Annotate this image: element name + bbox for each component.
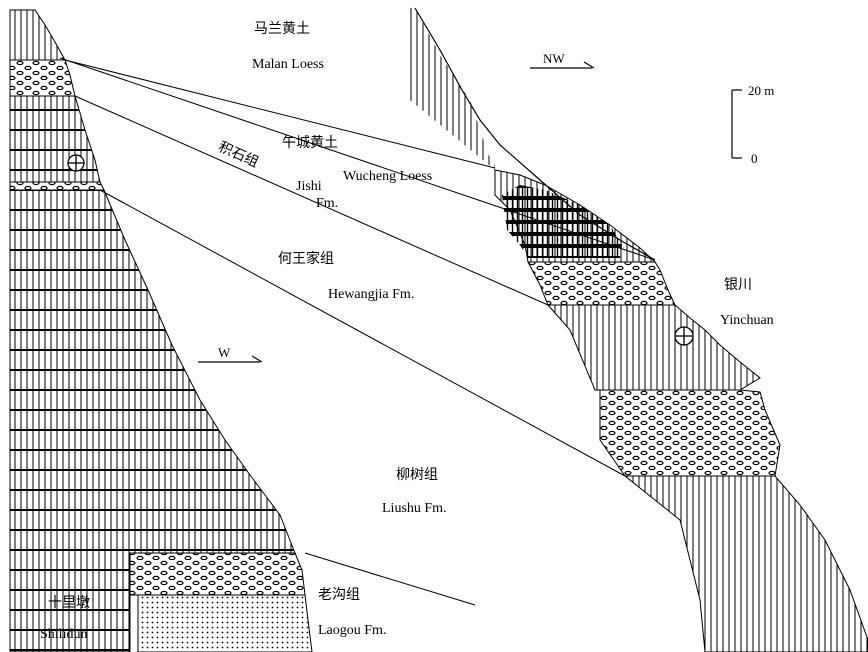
correlation-line-hewangjia-base [99, 189, 626, 477]
correlation-line-wucheng-base [59, 57, 656, 261]
shilidun-malan-layer [9, 9, 66, 61]
scale-label-top: 20 m [748, 83, 775, 98]
shilidun-gravel-layer-upper [9, 59, 76, 97]
shilidun-section [9, 9, 313, 652]
nw-direction-arrow [530, 61, 595, 69]
label-malan-zh: 马兰黄土 [254, 21, 310, 37]
label-wucheng-en: Wucheng Loess [343, 169, 433, 184]
shilidun-jishi-layer [9, 95, 101, 183]
shilidun-hewangjia-liushu-layer [9, 189, 296, 652]
correlation-lines [59, 57, 656, 606]
scale-label-bottom: 0 [751, 151, 758, 166]
label-hewangjia-zh: 何王家组 [278, 251, 334, 267]
label-yinchuan-zh: 银川 [724, 277, 752, 293]
correlation-line-jishi-base [74, 95, 549, 306]
label-laogou-zh: 老沟组 [318, 587, 360, 603]
yinchuan-malan-layer-fill [410, 8, 495, 170]
yinchuan-gravel-layer-lower [599, 389, 781, 477]
shilidun-laogou-gravel-layer [129, 552, 306, 596]
yinchuan-gravel-layer-upper [527, 261, 676, 306]
label-direction-nw: NW [543, 51, 565, 66]
yinchuan-section [410, 7, 868, 652]
yinchuan-liushu-layer [623, 475, 868, 652]
label-liushu-en: Liushu Fm. [382, 501, 447, 516]
correlation-line-malan-base [64, 59, 496, 169]
label-wucheng-zh: 午城黄土 [282, 135, 338, 151]
w-direction-arrow [198, 355, 263, 363]
correlation-line-laogou-top [304, 552, 476, 606]
label-jishi-en-2: Fm. [316, 196, 339, 211]
label-hewangjia-en: Hewangjia Fm. [328, 287, 415, 302]
shilidun-gravel-band [9, 181, 105, 191]
label-malan-en: Malan Loess [252, 57, 324, 72]
shilidun-laogou-sand-layer [137, 594, 313, 652]
label-shilidun-en: Shilidun [40, 627, 88, 642]
label-laogou-en: Laogou Fm. [318, 623, 387, 638]
yinchuan-jishi-dense-layer [502, 185, 622, 258]
magnetic-sample-symbol-yinchuan [674, 326, 694, 346]
magnetic-sample-symbol-shilidun [67, 154, 85, 172]
label-shilidun-zh: 十里墩 [48, 595, 90, 611]
label-yinchuan-en: Yinchuan [720, 313, 774, 328]
yinchuan-hewangjia-layer [546, 304, 761, 391]
label-jishi-en-1: Jishi [296, 179, 322, 194]
label-direction-w: W [218, 345, 231, 360]
label-liushu-zh: 柳树组 [396, 467, 438, 483]
scale-bar [731, 89, 742, 159]
